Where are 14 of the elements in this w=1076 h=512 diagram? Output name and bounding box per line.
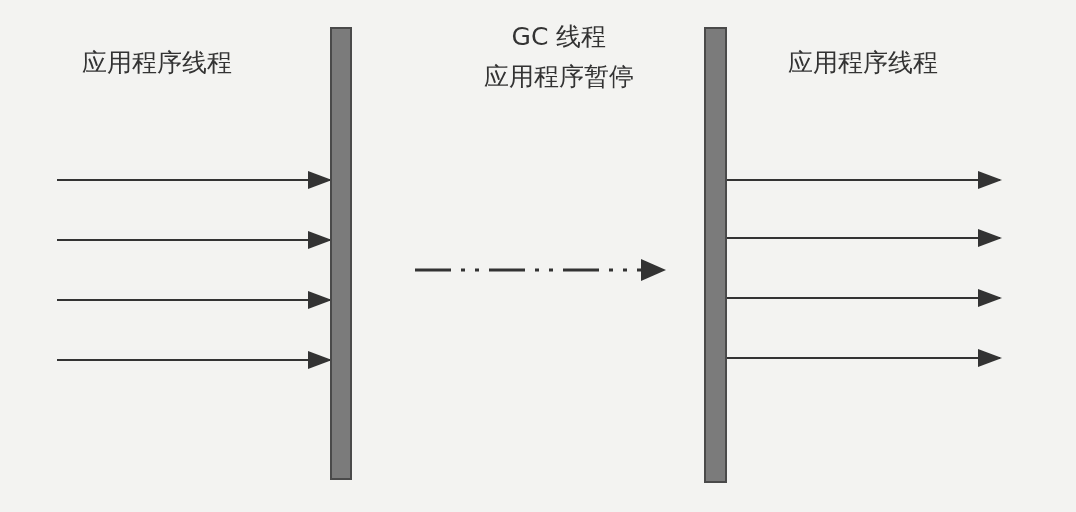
arrow <box>726 229 1002 247</box>
thread-label: 应用程序暂停 <box>483 61 635 93</box>
pause-bar <box>330 27 352 480</box>
arrow <box>56 171 332 189</box>
arrow <box>56 231 332 249</box>
arrow <box>726 289 1002 307</box>
pause-bar <box>704 27 727 483</box>
thread-label: GC 线程 <box>510 21 608 53</box>
arrow <box>726 349 1002 367</box>
thread-label: 应用程序线程 <box>788 47 938 79</box>
thread-label: 应用程序线程 <box>82 47 232 79</box>
arrow <box>56 291 332 309</box>
arrow <box>726 171 1002 189</box>
arrow <box>56 351 332 369</box>
